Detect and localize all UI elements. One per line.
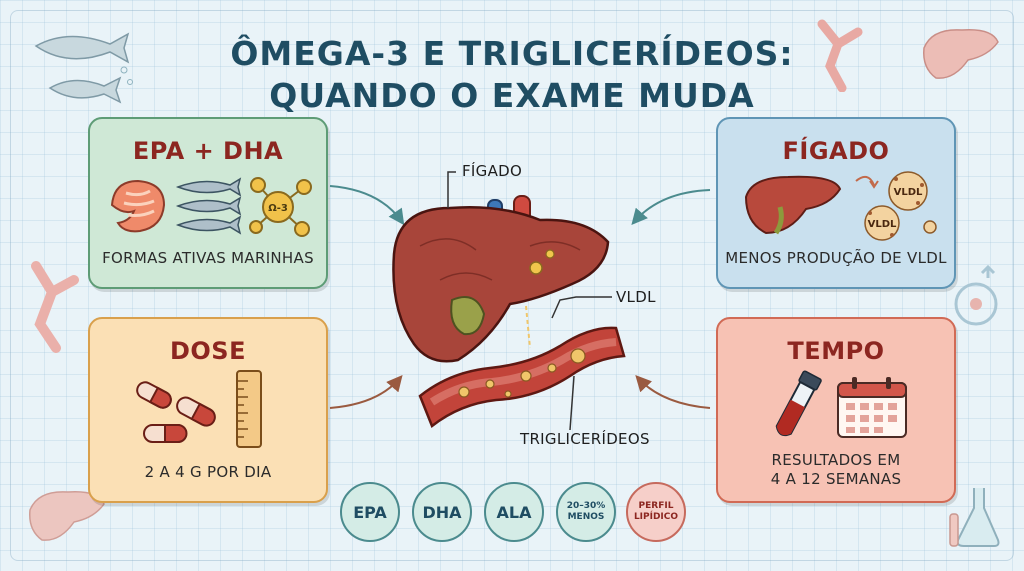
arrow-figado-to-center [631,189,711,226]
liver-shape [392,205,610,363]
center-label-figado: FÍGADO [462,162,523,180]
card-tempo-caption-line2: 4 A 12 SEMANAS [770,470,902,488]
badge-epa: EPA [340,482,400,542]
vessel-decoration-icon [31,261,79,353]
main-title-line2: QUANDO O EXAME MUDA [269,76,755,115]
badge-reduction-line1: 20–30% [566,501,606,511]
blood-test-tube-icon [775,370,822,437]
card-figado-heading: FÍGADO [782,137,890,165]
arrow-tempo-to-center [635,375,711,409]
card-figado-caption: MENOS PRODUÇÃO DE VLDL [725,249,947,267]
badge-dha: DHA [412,482,472,542]
vldl-particle-label-1: VLDL [894,187,923,198]
card-dose-heading: DOSE [169,337,246,365]
badge-reduction-line2: MENOS [567,512,605,522]
card-tempo: TEMPO RESULTADOS EM 4 A 12 SEMANAS [716,317,956,503]
card-dose: DOSE 2 A 4 G POR DIA [88,317,328,503]
card-tempo-caption: RESULTADOS EM 4 A 12 SEMANAS [718,451,954,489]
badge-perfil-line1: PERFIL [638,501,674,511]
center-label-vldl: VLDL [616,288,656,306]
liver-vessel-illustration [392,195,626,429]
vldl-particle-label-2: VLDL [868,219,897,230]
fish-decoration-icon [34,32,133,104]
salmon-steak-icon [110,179,166,233]
badge-perfil-line2: LIPÍDICO [633,512,679,522]
sardines-icon [175,177,242,235]
card-tempo-caption-line1: RESULTADOS EM [771,451,901,469]
vldl-particles-icon: VLDL VLDL [855,171,937,241]
omega3-molecule-icon: Ω-3 [249,177,312,237]
arrow-epa-to-center [329,185,405,226]
liver-decoration-icon [923,29,999,79]
liver-small-icon [744,175,842,235]
omega3-badge-text: Ω-3 [268,203,288,214]
badge-reduction: 20–30%MENOS [556,482,616,542]
capsules-icon [136,381,216,443]
card-epa-dha-heading: EPA + DHA [132,137,284,165]
badge-ala: ALA [484,482,544,542]
liver-decoration-bottom-icon [29,491,105,541]
arrow-dose-to-center [329,374,403,409]
calendar-icon [837,377,907,438]
ruler-icon [236,370,262,448]
center-label-triglicerideos: TRIGLICERÍDEOS [520,430,650,448]
card-epa-dha-caption: FORMAS ATIVAS MARINHAS [102,249,314,267]
card-tempo-heading: TEMPO [787,337,885,365]
card-dose-caption: 2 A 4 G POR DIA [144,463,272,481]
card-epa-dha: EPA + DHA Ω-3 FORMAS ATIVAS MARINHAS [88,117,328,289]
dna-vessel-decoration-icon [817,19,863,92]
main-title-line1: ÔMEGA-3 E TRIGLICERÍDEOS: [230,34,794,73]
card-figado: FÍGADO VLDL VLDL MENOS PRODUÇÃO DE VLDL [716,117,956,289]
lab-flask-decoration-icon [949,488,1000,547]
refresh-cycle-decoration-icon [954,264,998,326]
